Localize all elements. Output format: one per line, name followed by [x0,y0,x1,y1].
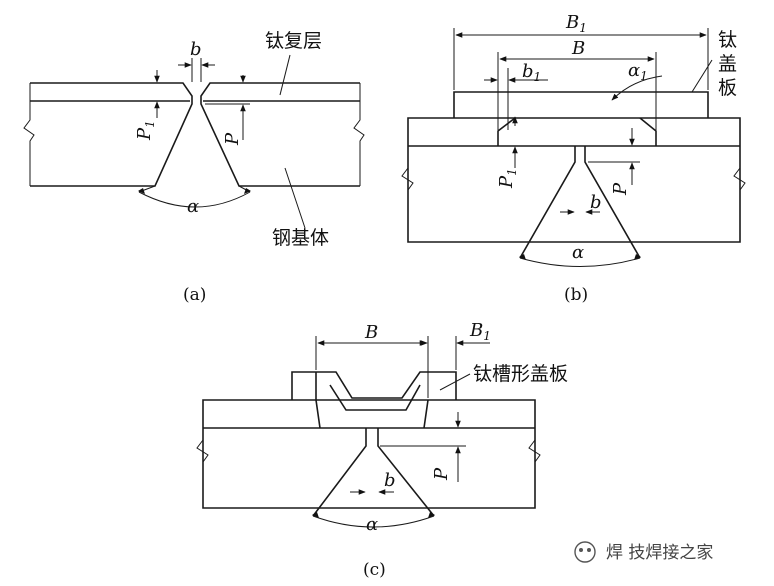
fig-b-label-alpha: α [572,242,584,263]
fig-a-label-steel: 钢基体 [272,227,329,249]
fig-c-groove-left [312,428,367,517]
fig-b-groove-left [519,146,576,259]
fig-b-label-b: b [590,192,602,213]
fig-a-plate-left [30,82,193,187]
fig-b-clad-groove-left [497,117,516,146]
figure-a: b P1 P α 钛复层 钢基体 (a) [23,30,365,305]
fig-b-label-cover-3: 板 [718,77,737,99]
fig-b-caption: (b) [564,285,588,305]
fig-a-label-clad: 钛复层 [265,30,322,52]
figure-c: B B1 钛槽形盖板 P b α (c) [196,320,568,580]
fig-a-label-b: b [190,39,202,60]
fig-a-break-right [353,83,365,186]
watermark: 焊 技焊接之家 [574,541,713,563]
fig-c-base-plate [202,399,536,509]
fig-a-break-left [23,83,35,186]
fig-c-leader-cover [439,373,471,391]
fig-b-base-plate [407,117,741,243]
watermark-logo-icon [574,541,596,563]
fig-b-cover-plate [453,91,709,118]
fig-c-break-left [196,400,209,508]
fig-b-label-cover-1: 钛 [718,29,737,51]
fig-b-label-cover-2: 盖 [718,53,737,75]
fig-b-leader-cover [691,59,713,93]
figure-b: B1 B b1 α1 P1 P b α 钛 盖 板 [401,12,746,305]
fig-b-label-B: B [571,38,585,59]
fig-b-break-left [401,118,414,242]
fig-a-label-alpha: α [187,196,199,217]
fig-c-label-cover: 钛槽形盖板 [473,363,568,385]
fig-c-channel-cover [291,371,457,429]
fig-a-leader-steel [284,167,306,229]
fig-c-alpha-arc [312,515,435,528]
fig-c-break-right [528,400,541,508]
fig-b-break-right [733,118,746,242]
fig-b-label-b1: b1 [522,61,541,84]
fig-b-label-p: P [610,182,631,196]
fig-c-groove-right [377,428,435,517]
fig-b-alpha1-arc [611,75,663,101]
fig-b-label-alpha1: α1 [628,60,648,83]
fig-a-leader-clad [279,54,291,96]
fig-a-label-p1: P1 [134,120,157,141]
fig-c-label-p: P [431,467,452,481]
fig-b-clad-groove-right [639,117,657,146]
fig-a-label-p: P [222,132,243,146]
fig-a-alpha-arc [138,191,251,208]
fig-b-label-B1: B1 [565,12,587,35]
fig-c-label-B1: B1 [469,320,491,343]
fig-c-label-B: B [364,322,378,343]
fig-c-caption: (c) [363,560,386,580]
fig-a-caption: (a) [183,285,206,305]
fig-b-alpha-arc [519,257,641,267]
fig-b-label-p1: P1 [496,168,519,189]
fig-c-label-b: b [384,470,396,491]
fig-b-groove-right [584,146,641,259]
watermark-text: 焊 技焊接之家 [606,543,713,563]
fig-c-label-alpha: α [366,514,378,535]
